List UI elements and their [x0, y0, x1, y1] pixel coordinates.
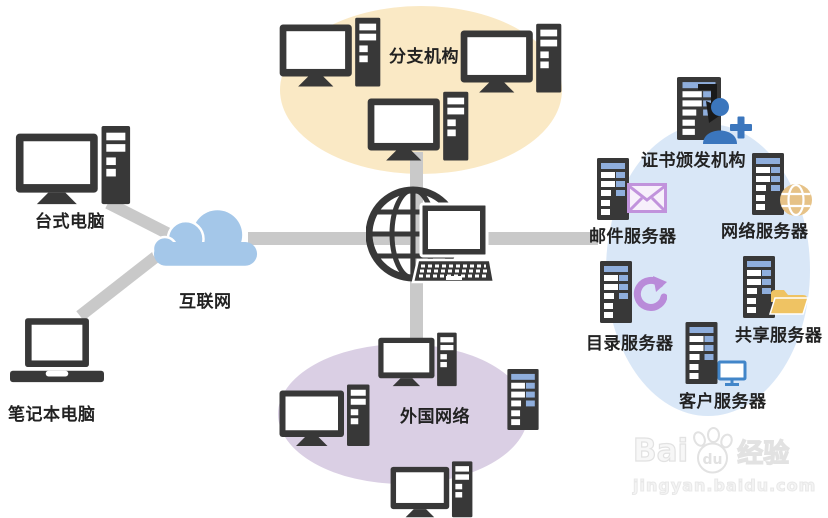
desktop-computer-icon	[14, 124, 132, 208]
label-desktop-computer: 台式电脑	[35, 212, 105, 232]
branch-computer-icon	[366, 90, 470, 164]
label-foreign-network: 外国网络	[400, 407, 470, 427]
user-add-icon	[694, 82, 754, 146]
monitor-icon	[717, 360, 747, 387]
label-laptop: 笔记本电脑	[8, 405, 96, 425]
branch-computer-icon	[459, 22, 563, 96]
label-client-server: 客户服务器	[679, 392, 767, 412]
folder-icon	[769, 284, 809, 316]
foreign-computer-icon	[389, 460, 474, 518]
sync-icon	[629, 275, 667, 313]
label-mail-server: 邮件服务器	[589, 227, 677, 247]
watermark-bai-text: Bai	[632, 432, 689, 469]
envelope-icon	[627, 183, 667, 213]
label-web-server: 网络服务器	[721, 222, 809, 242]
branch-computer-icon	[278, 16, 382, 90]
directory-server-icon	[600, 261, 632, 323]
mail-server-icon	[597, 158, 629, 220]
label-certificate-authority: 证书颁发机构	[641, 151, 746, 171]
watermark-du-text: du	[703, 452, 723, 468]
label-branch-office: 分支机构	[389, 47, 459, 67]
client-server-icon	[685, 322, 718, 384]
watermark-url: jingyan.baidu.com	[633, 476, 817, 496]
baidu-watermark: Bai du 经验 jingyan.baidu.com	[632, 427, 817, 496]
foreign-server-icon	[507, 369, 539, 430]
foreign-computer-icon	[377, 331, 458, 389]
laptop-icon	[10, 318, 104, 386]
baidu-paw-icon: du	[693, 427, 733, 474]
label-share-server: 共享服务器	[735, 326, 823, 346]
globe-laptop-icon	[366, 182, 494, 288]
internet-cloud-icon	[148, 208, 263, 272]
foreign-computer-icon	[278, 383, 371, 449]
watermark-jingyan-text: 经验	[737, 438, 790, 469]
label-internet: 互联网	[179, 292, 232, 312]
label-directory-server: 目录服务器	[586, 334, 674, 354]
globe-icon	[779, 183, 813, 217]
